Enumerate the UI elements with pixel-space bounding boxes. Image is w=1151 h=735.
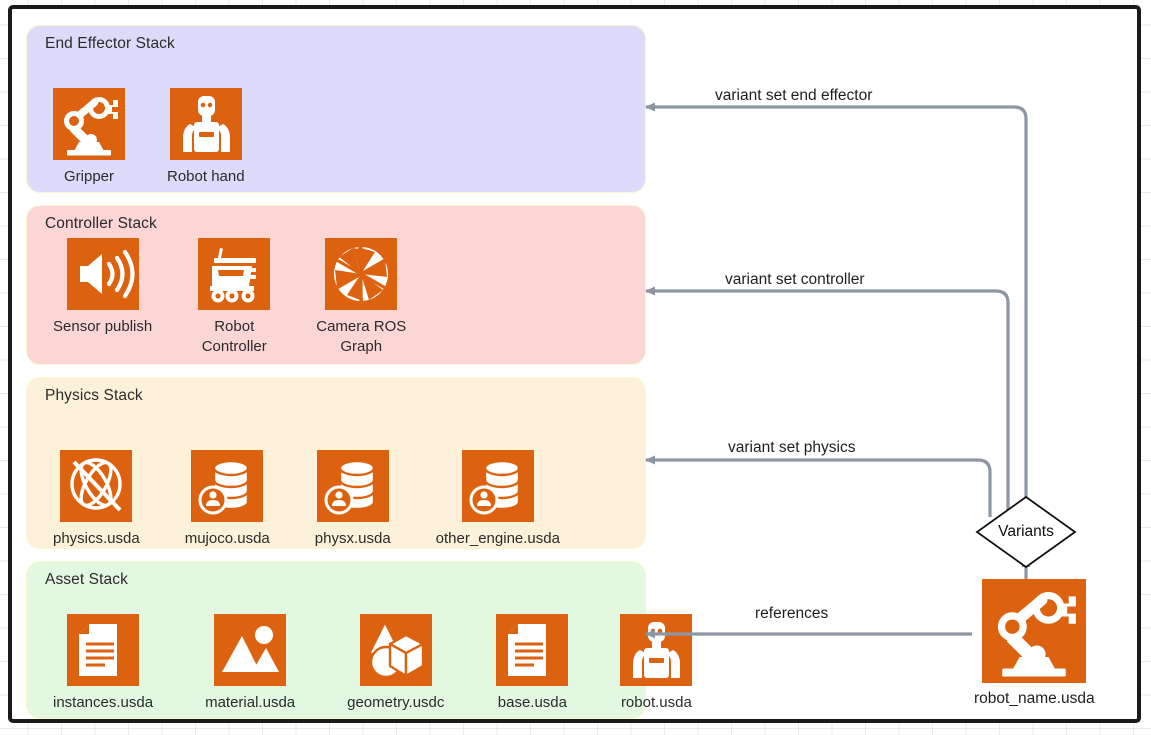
tile-label-camera-ros-graph: Camera ROS Graph (316, 318, 407, 355)
stack-title-physics: Physics Stack (45, 387, 143, 404)
robot-arm-icon (982, 579, 1087, 683)
document-icon (496, 614, 569, 686)
tile-sensor-publish[interactable]: Sensor publish (53, 238, 152, 337)
stack-panel-physics: Physics Stack physics.usda (26, 377, 646, 549)
stack-panel-end-effector: End Effector Stack (26, 25, 646, 193)
tile-label-geometry-usdc: geometry.usdc (347, 694, 445, 711)
database-user-icon (316, 450, 389, 522)
tile-label-material-usda: material.usda (205, 694, 296, 711)
tile-row-controller: Sensor publish (53, 238, 406, 357)
edge-label-variant-set-controller: variant set controller (725, 271, 865, 288)
stack-panel-asset: Asset Stack instances.usda (26, 561, 693, 719)
tile-label-robot-controller: Robot Controller (201, 318, 267, 355)
rover-icon (198, 238, 271, 310)
tile-physics-usda[interactable]: physics.usda (53, 450, 140, 549)
root-node-label: robot_name.usda (974, 690, 1095, 707)
tile-label-physics-usda: physics.usda (53, 530, 140, 547)
tile-label-instances-usda: instances.usda (53, 694, 154, 711)
stack-title-controller: Controller Stack (45, 215, 157, 232)
tile-other-engine-usda[interactable]: other_engine.usda (436, 450, 560, 549)
stack-title-end-effector: End Effector Stack (45, 35, 175, 52)
tile-material-usda[interactable]: material.usda (205, 614, 295, 713)
tile-robot-hand[interactable]: Robot hand (167, 88, 245, 187)
variants-node-label: Variants (998, 523, 1054, 540)
tile-camera-ros-graph[interactable]: Camera ROS Graph (316, 238, 406, 357)
database-user-icon (461, 450, 534, 522)
tile-instances-usda[interactable]: instances.usda (53, 614, 153, 713)
variants-node[interactable]: Variants (975, 495, 1077, 569)
speaker-waves-icon (66, 238, 139, 310)
tile-gripper[interactable]: Gripper (53, 88, 125, 187)
tile-row-physics: physics.usda (53, 450, 560, 549)
edge-label-variant-set-end-effector: variant set end effector (715, 87, 873, 104)
humanoid-robot-icon (620, 614, 693, 686)
tile-label-robot-hand: Robot hand (167, 168, 245, 185)
stack-panel-controller: Controller Stack Sensor pub (26, 205, 646, 365)
tile-robot-usda[interactable]: robot.usda (620, 614, 693, 713)
camera-aperture-icon (325, 238, 398, 310)
document-icon (67, 614, 140, 686)
robot-arm-icon (53, 88, 125, 160)
edge-label-variant-set-physics: variant set physics (728, 439, 856, 456)
tile-base-usda[interactable]: base.usda (496, 614, 569, 713)
humanoid-robot-icon (169, 88, 242, 160)
tile-row-end-effector: Gripper (53, 88, 245, 187)
tile-label-base-usda: base.usda (497, 694, 567, 711)
shapes-icon (359, 614, 432, 686)
tile-physx-usda[interactable]: physx.usda (315, 450, 391, 549)
tile-label-robot-usda: robot.usda (620, 694, 692, 711)
tile-label-gripper: Gripper (63, 168, 115, 185)
tile-row-asset: instances.usda material.usda (53, 614, 693, 713)
root-node-robot-name[interactable]: robot_name.usda (974, 579, 1095, 708)
tile-geometry-usdc[interactable]: geometry.usdc (347, 614, 444, 713)
image-mountain-icon (214, 614, 287, 686)
database-user-icon (191, 450, 264, 522)
tile-label-mujoco-usda: mujoco.usda (184, 530, 270, 547)
tile-robot-controller[interactable]: Robot Controller (198, 238, 271, 357)
no-physics-icon (60, 450, 133, 522)
edge-label-references: references (755, 605, 829, 622)
stack-title-asset: Asset Stack (45, 571, 128, 588)
tile-label-physx-usda: physx.usda (314, 530, 391, 547)
diagram-canvas: End Effector Stack (8, 5, 1141, 723)
tile-label-other-engine-usda: other_engine.usda (435, 530, 560, 547)
tile-label-sensor-publish: Sensor publish (53, 318, 153, 335)
tile-mujoco-usda[interactable]: mujoco.usda (185, 450, 270, 549)
